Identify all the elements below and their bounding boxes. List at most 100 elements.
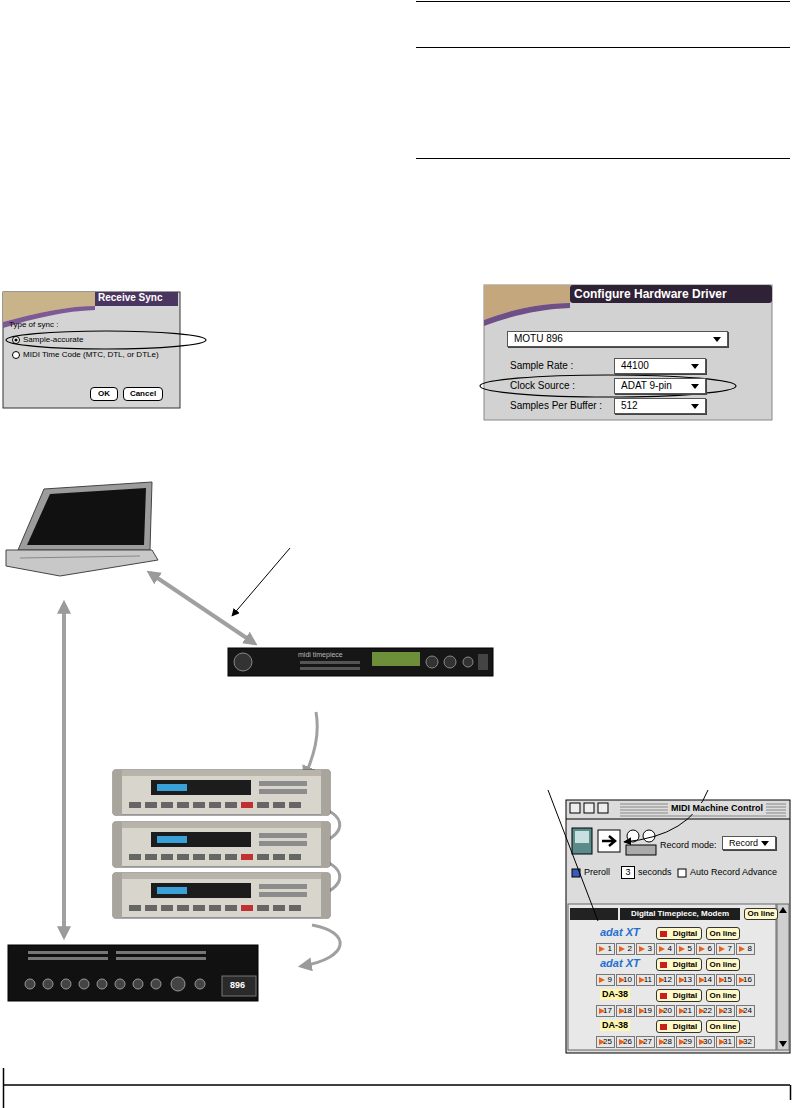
mmc-window-art	[598, 803, 608, 813]
adat-recorder	[113, 770, 330, 815]
mmc-window-art	[575, 831, 589, 843]
track-number: 7	[716, 943, 735, 955]
track-number: 8	[736, 943, 755, 955]
dialog-window: Receive SyncType of sync :Sample-accurat…	[3, 292, 180, 408]
mmc-window-art	[584, 803, 594, 813]
dialog-text: Type of sync :	[9, 321, 58, 329]
receive-sync-dialog-art	[3, 306, 95, 328]
audio-interface-unit	[116, 951, 206, 954]
audio-interface-unit	[116, 957, 206, 960]
receive-sync-dialog-art	[6, 331, 206, 349]
track-number: 32	[736, 1036, 755, 1048]
menu-value: ADAT 9-pin	[621, 381, 672, 391]
sync-arrow	[302, 925, 340, 966]
page-border	[3, 1068, 791, 1108]
midi-timepiece-unit	[372, 652, 420, 666]
button-label: Digital	[673, 992, 697, 1000]
button-label: On line	[709, 1023, 736, 1031]
mmc-window-art	[678, 869, 686, 877]
menu-value: Record	[729, 839, 758, 848]
laptop-computer	[20, 556, 140, 558]
dialog-text: Receive Sync	[98, 293, 163, 303]
midi-timepiece-unit	[228, 648, 493, 676]
table-rules	[416, 158, 790, 159]
track-number: 16	[736, 974, 755, 986]
button-label: Cancel	[130, 390, 156, 398]
laptop-computer	[27, 488, 146, 545]
menu-value: MOTU 896	[514, 334, 563, 344]
track-number: 18	[616, 1005, 635, 1017]
configure-driver-dialog-art	[480, 375, 736, 397]
format-button: Digital	[656, 958, 702, 971]
configure-driver-dialog-art	[484, 285, 772, 420]
popup-menu: 512	[614, 398, 706, 414]
configure-driver-dialog-art	[480, 285, 772, 420]
window-text: MIDI Machine Control	[668, 803, 766, 814]
mmc-window-art	[643, 830, 655, 842]
button-label: On line	[709, 930, 736, 938]
mmc-window-art	[572, 828, 592, 854]
audio-interface-unit	[195, 979, 205, 989]
popup-menu: Record	[722, 836, 776, 850]
sync-arrow	[305, 712, 317, 776]
midi-timepiece-unit	[444, 656, 456, 668]
device-brand: midi timepiece	[298, 651, 343, 658]
menu-value: 512	[621, 401, 638, 411]
page-border	[3, 1068, 5, 1108]
mmc-window-art	[602, 836, 615, 846]
dialog-text: Samples Per Buffer :	[510, 401, 602, 411]
receive-sync-dialog-art	[95, 292, 178, 306]
track-number: 3	[636, 943, 655, 955]
mmc-window-art	[779, 907, 787, 913]
model-badge: 896	[230, 981, 245, 990]
configure-driver-dialog-art	[484, 303, 570, 326]
mmc-window-art	[777, 904, 789, 1050]
mmc-window-art	[620, 816, 786, 817]
track-number: 29	[676, 1036, 695, 1048]
status-button: On line	[706, 989, 740, 1002]
laptop-computer	[6, 482, 158, 576]
midi-timepiece-unit	[478, 654, 488, 670]
track-number: 6	[696, 943, 715, 955]
dialog-text: Clock Source :	[510, 381, 575, 391]
track-number: 14	[696, 974, 715, 986]
audio-interface-unit	[151, 979, 161, 989]
track-number: 20	[656, 1005, 675, 1017]
button-label: Digital	[673, 1023, 697, 1031]
receive-sync-dialog-art	[13, 337, 20, 344]
status-button: On line	[706, 958, 740, 971]
audio-interface-unit	[28, 957, 108, 960]
status-button: On line	[706, 927, 740, 940]
field-value: 3	[625, 868, 630, 877]
track-number: 25	[596, 1036, 615, 1048]
midi-timepiece-unit	[463, 657, 473, 667]
track-number: 26	[616, 1036, 635, 1048]
configure-driver-dialog-art	[484, 285, 570, 320]
receive-sync-dialog-art	[3, 292, 206, 408]
track-number: 9	[596, 974, 615, 986]
audio-interface: 896	[8, 945, 258, 1001]
adat-recorder	[113, 873, 330, 918]
cable-arrow	[62, 604, 66, 936]
window-text: Preroll	[584, 868, 610, 877]
audio-interface-unit	[61, 979, 71, 989]
track-number: 17	[596, 1005, 615, 1017]
audio-interface-unit	[222, 976, 256, 996]
track-number: 30	[696, 1036, 715, 1048]
track-number: 21	[676, 1005, 695, 1017]
table-rules	[416, 1, 790, 2]
popup-menu: 44100	[614, 358, 706, 374]
audio-interface-unit	[115, 979, 125, 989]
number-field: 3	[621, 866, 635, 879]
track-number: 12	[656, 974, 675, 986]
midi-timepiece-unit	[300, 667, 360, 670]
midi-timepiece: midi timepiece	[228, 648, 493, 676]
audio-interface-unit	[25, 979, 35, 989]
mmc-window-art	[779, 1041, 787, 1047]
track-number: 27	[636, 1036, 655, 1048]
track-number: 13	[676, 974, 695, 986]
window-text: Record mode:	[660, 841, 717, 850]
dialog-window: Configure Hardware DriverSample Rate :Cl…	[484, 285, 772, 420]
dialog-text: MIDI Time Code (MTC, DTL, or DTLe)	[23, 351, 159, 359]
mmc-window-art	[626, 845, 656, 855]
